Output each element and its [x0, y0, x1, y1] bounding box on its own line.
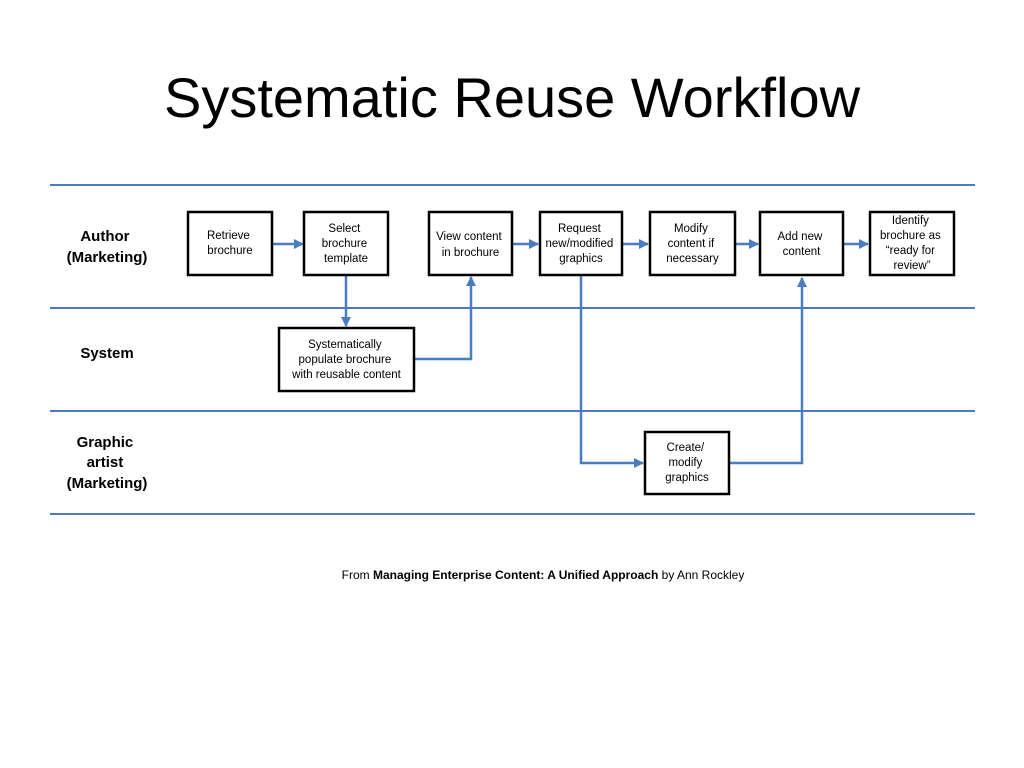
step-label-line: template — [324, 253, 368, 265]
step-label: View content in brochure — [436, 231, 505, 259]
step-label-line: Retrieve — [207, 230, 250, 242]
step-label-line: brochure — [322, 238, 367, 250]
step-label-line: content if — [668, 238, 715, 250]
lane-label-system: System — [80, 345, 133, 362]
lane-label-line: System — [80, 345, 133, 362]
lane-label-author: Author (Marketing) — [67, 228, 148, 266]
source-caption: From Managing Enterprise Content: A Unif… — [0, 568, 1024, 582]
step-create-modify-graphics: Create/ modify graphics — [643, 430, 731, 496]
step-retrieve-brochure: Retrieve brochure — [186, 210, 274, 277]
lane-label-graphic-artist: Graphic artist (Marketing) — [67, 434, 148, 492]
step-label-line: graphics — [665, 472, 709, 484]
step-label-line: content — [783, 246, 822, 258]
lane-lines — [50, 184, 975, 515]
caption-prefix: From — [341, 568, 373, 582]
step-request-graphics: Request new/modified graphics — [538, 210, 624, 277]
step-label-line: in brochure — [442, 247, 500, 259]
lane-label-line: Author — [80, 228, 129, 245]
step-label-line: Select — [328, 223, 361, 235]
step-box — [186, 210, 274, 277]
step-label-line: “ready for — [886, 245, 935, 257]
step-label-line: Request — [558, 223, 602, 235]
lane-label-line: (Marketing) — [67, 475, 148, 492]
caption-suffix: by Ann Rockley — [658, 568, 745, 582]
step-identify-ready: Identify brochure as “ready for review” — [868, 210, 956, 277]
step-box — [648, 210, 737, 277]
step-label: Identify brochure as “ready for review” — [880, 215, 944, 272]
step-label-line: View content — [436, 231, 502, 243]
step-label-line: brochure as — [880, 230, 941, 242]
arrow-populate-to-view — [414, 276, 476, 361]
step-label-line: brochure — [207, 245, 252, 257]
arrow-create-to-add — [729, 277, 807, 465]
step-view-content: View content in brochure — [427, 210, 514, 277]
step-label: Systematically populate brochure with re… — [291, 339, 401, 381]
step-label-line: review” — [893, 260, 930, 272]
step-box — [427, 210, 514, 277]
step-box — [643, 430, 731, 496]
step-label: Select brochure template — [322, 223, 371, 265]
step-box — [302, 210, 390, 277]
lane-label-line: Graphic — [77, 434, 134, 451]
step-label-line: graphics — [559, 253, 603, 265]
connectors — [272, 239, 869, 468]
step-label: Request new/modified graphics — [546, 223, 617, 265]
step-box — [277, 326, 416, 393]
step-label-line: Identify — [892, 215, 929, 227]
step-box — [538, 210, 624, 277]
slide-title: Systematic Reuse Workflow — [163, 66, 861, 129]
step-label-line: Create/ — [667, 442, 706, 454]
step-label: Add new content — [778, 231, 826, 258]
caption-book-title: Managing Enterprise Content: A Unified A… — [372, 568, 659, 582]
step-box — [868, 210, 956, 277]
step-select-template: Select brochure template — [302, 210, 390, 277]
arrow-request-to-create — [579, 276, 644, 468]
step-label-line: new/modified — [546, 238, 614, 250]
step-label: Create/ modify graphics — [665, 442, 709, 484]
step-add-new-content: Add new content — [758, 210, 845, 277]
step-modify-content: Modify content if necessary — [648, 210, 737, 277]
step-box — [758, 210, 845, 277]
step-label: Retrieve brochure — [207, 230, 253, 257]
step-label-line: modify — [668, 457, 702, 469]
step-systematically-populate: Systematically populate brochure with re… — [277, 326, 416, 393]
step-label-line: Systematically — [308, 339, 382, 351]
step-label-line: Modify — [674, 223, 708, 235]
step-label-line: populate brochure — [299, 354, 392, 366]
lane-label-line: artist — [87, 454, 124, 471]
step-label: Modify content if necessary — [666, 223, 719, 265]
step-label-line: necessary — [666, 253, 719, 265]
lane-label-line: (Marketing) — [67, 249, 148, 266]
step-label-line: with reusable content — [291, 369, 401, 381]
step-label-line: Add new — [778, 231, 823, 243]
